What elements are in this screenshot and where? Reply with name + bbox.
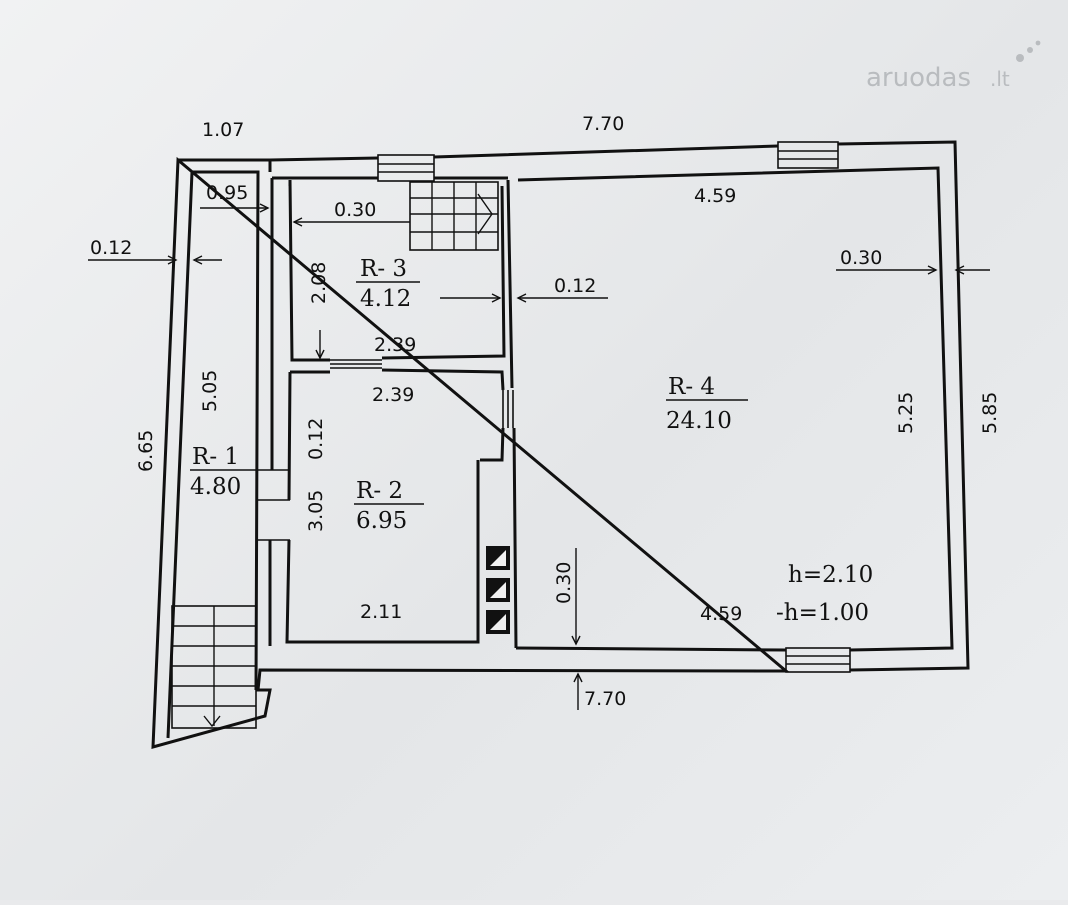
dim-r3-wall: 0.30 <box>334 199 376 221</box>
room-r1-area: 4.80 <box>190 474 241 500</box>
window-bottom <box>785 647 851 673</box>
dim-r2-partition: 0.12 <box>305 418 327 460</box>
stairs-upper <box>409 181 499 251</box>
dim-r3-height: 2.08 <box>308 262 330 304</box>
chimney-flues <box>486 546 510 634</box>
watermark-tld: .lt <box>990 67 1010 91</box>
dim-r3-partition: 0.12 <box>554 275 596 297</box>
height-label: h=2.10 <box>788 562 873 588</box>
room-r2-label: R- 2 <box>356 478 403 504</box>
room-r4-area: 24.10 <box>666 408 732 434</box>
dimension-lines <box>88 203 990 710</box>
dimension-labels: 1.07 7.70 0.95 0.12 0.30 2.08 0.12 2.39 … <box>90 113 1001 710</box>
window-top-left <box>377 154 435 182</box>
room-r2-area: 6.95 <box>356 508 407 534</box>
watermark-brand: aruodas <box>866 63 971 93</box>
dim-r3-width: 2.39 <box>374 334 416 356</box>
outer-walls <box>151 140 970 749</box>
dim-r1-wall: 0.12 <box>90 237 132 259</box>
interior-walls <box>258 178 518 649</box>
dim-top-total: 7.70 <box>582 113 624 135</box>
dim-r4-right-wall: 0.30 <box>840 247 882 269</box>
dim-r1-inner-width: 0.95 <box>206 182 248 204</box>
negative-height-label: -h=1.00 <box>776 600 869 626</box>
room-r1-label: R- 1 <box>192 444 239 470</box>
dim-r4-bottom-wall: 0.30 <box>553 562 575 604</box>
room-r4-label: R- 4 <box>668 374 715 400</box>
room-r3-area: 4.12 <box>360 286 411 312</box>
dim-r2-width: 2.11 <box>360 601 402 623</box>
stairs-entrance <box>171 605 257 729</box>
dim-overall-right-height: 5.85 <box>979 392 1001 434</box>
dim-r4-height: 5.25 <box>895 392 917 434</box>
watermark: aruodas .lt <box>866 40 1041 93</box>
windows <box>377 141 851 673</box>
dim-r4-bottom-width: 4.59 <box>700 603 742 625</box>
house-logo-icon <box>1016 40 1041 62</box>
room-r3-label: R- 3 <box>360 256 407 282</box>
window-top-right <box>777 141 839 169</box>
dim-r4-top-width: 4.59 <box>694 185 736 207</box>
dim-r2-height: 3.05 <box>305 490 327 532</box>
dim-r1-height: 5.05 <box>199 370 221 412</box>
room-labels: R- 1 4.80 R- 2 6.95 R- 3 4.12 R- 4 24.10… <box>190 256 873 626</box>
dim-top-left-width: 1.07 <box>202 119 244 141</box>
dim-r2-top-width: 2.39 <box>372 384 414 406</box>
dim-overall-height: 6.65 <box>135 430 157 472</box>
dim-bottom-total: 7.70 <box>584 688 626 710</box>
